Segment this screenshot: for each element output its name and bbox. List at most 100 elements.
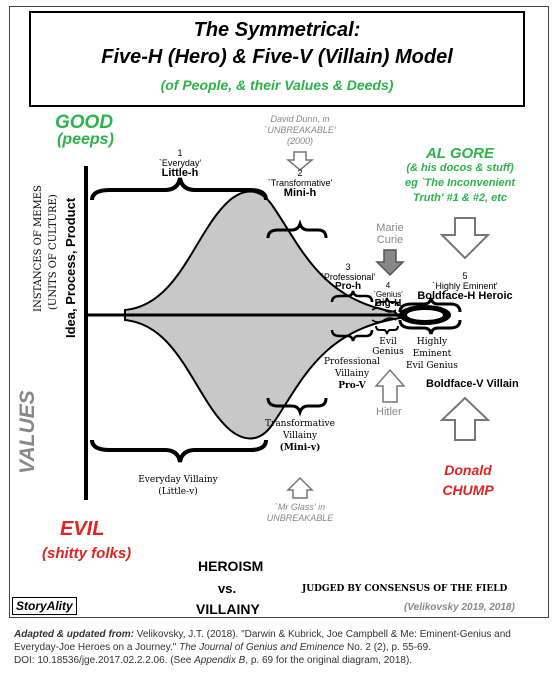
chump-line1: Donald bbox=[444, 462, 492, 478]
good-sub: (peeps) bbox=[57, 131, 114, 148]
brace-little-h bbox=[90, 177, 268, 201]
footer-citation: Adapted & updated from: Velikovsky, J.T.… bbox=[14, 628, 511, 667]
axis-memes-1: INSTANCES OF MEMES bbox=[33, 185, 44, 312]
villain-1-line1: Everyday Villainy bbox=[138, 475, 218, 485]
curie-line1: Marie bbox=[376, 222, 404, 234]
curie-line2: Curie bbox=[376, 234, 404, 246]
villain-3-label: Professional Villainy Pro-V bbox=[312, 356, 392, 392]
hero-5-name: Boldface-H Heroic bbox=[417, 290, 513, 302]
hero-4-num: 4 bbox=[385, 281, 391, 290]
glass-label: `Mr Glass' in UNBREAKABLE bbox=[250, 502, 350, 524]
villain-5-name: Boldface-V Villain bbox=[426, 378, 519, 390]
hero-3-label: 3 `Professional' Pro-h bbox=[308, 262, 388, 292]
villain-3-line3: Pro-V bbox=[338, 381, 366, 391]
villain-2-label: Transformative Villainy (Mini-v) bbox=[258, 418, 342, 454]
brace-evil-genius bbox=[375, 325, 399, 335]
villain-2-line2: Villainy bbox=[282, 431, 318, 441]
hero-4-name: Big-H bbox=[374, 298, 402, 309]
hero-3-name: Pro-h bbox=[334, 281, 362, 292]
hero-2-name: Mini-h bbox=[283, 187, 317, 199]
hitler-label: Hitler bbox=[376, 406, 402, 418]
villain-4-label: Evil Genius bbox=[370, 337, 406, 357]
chump-line2: CHUMP bbox=[442, 482, 494, 498]
chump-label: Donald CHUMP bbox=[418, 460, 518, 500]
arrow-down-gore-icon bbox=[439, 217, 491, 260]
hero-1-label: 1 `Everyday' Little-h bbox=[130, 148, 230, 179]
arrow-down-curie-icon bbox=[375, 249, 405, 277]
title-box: The Symmetrical: Five-H (Hero) & Five-V … bbox=[29, 11, 525, 107]
footer-ref2a: Everyday-Joe Heroes on a Journey." bbox=[14, 642, 180, 653]
dunn-line2: `UNBREAKABLE' bbox=[264, 125, 336, 135]
evil-sub: (shitty folks) bbox=[42, 545, 132, 562]
villain-4-line2: Genius bbox=[372, 347, 404, 357]
arrow-up-hitler-icon bbox=[374, 368, 406, 403]
hero-2-label: 2 `Transformative' Mini-h bbox=[250, 168, 350, 199]
footer-journal: The Journal of Genius and Eminence bbox=[179, 642, 345, 653]
gore-line2: (& his docos & stuff) bbox=[406, 162, 514, 174]
hero-1-type: `Everyday' bbox=[158, 158, 202, 168]
brace-boldface-v bbox=[398, 319, 462, 335]
axis-values-label: VALUES bbox=[16, 390, 39, 474]
arrow-down-dunn-icon bbox=[285, 151, 315, 171]
villain-2-line3: (Mini-v) bbox=[279, 443, 321, 453]
villain-3-line1: Professional bbox=[323, 357, 380, 367]
villain-5-line1: Highly bbox=[416, 337, 448, 347]
brace-boldface-h bbox=[398, 297, 462, 313]
hero-2-type: `Transformative' bbox=[267, 178, 333, 188]
evil-label: EVIL bbox=[60, 518, 105, 540]
good-label: GOOD bbox=[55, 112, 114, 133]
axis-memes-2: (UNITS OF CULTURE) bbox=[48, 194, 59, 310]
glass-line2: UNBREAKABLE bbox=[266, 513, 334, 523]
arrow-up-glass-icon bbox=[286, 476, 314, 499]
brace-little-v bbox=[90, 439, 268, 463]
gore-line4: Truth' #1 & #2, etc bbox=[412, 192, 508, 204]
dunn-line1: David Dunn, in bbox=[270, 114, 330, 124]
brace-big-h bbox=[375, 297, 399, 307]
dunn-line3: (2000) bbox=[286, 136, 313, 146]
hero-1-name: Little-h bbox=[161, 167, 199, 179]
hero-5-num: 5 bbox=[462, 271, 468, 281]
hero-1-num: 1 bbox=[177, 148, 183, 158]
storyality-logo: StoryAlity bbox=[12, 597, 77, 615]
villain-5-line2: Eminent bbox=[412, 349, 452, 359]
footer-lead: Adapted & updated from: bbox=[14, 629, 134, 640]
villain-1-label: Everyday Villainy (Little-v) bbox=[118, 474, 238, 498]
axis-idea-label: Idea, Process, Product bbox=[63, 197, 78, 338]
title-line1: The Symmetrical: bbox=[193, 19, 361, 41]
footer-appendix: Appendix B bbox=[194, 655, 246, 666]
tail-dashes bbox=[371, 307, 397, 323]
gore-line1: AL GORE bbox=[425, 145, 495, 162]
gore-label: AL GORE (& his docos & stuff) eg `The In… bbox=[390, 146, 530, 206]
hero-4-label: 4 `Genius' Big-H bbox=[366, 281, 410, 309]
villain-3-line2: Villainy bbox=[334, 369, 370, 379]
villainy-label: VILLAINY bbox=[196, 601, 260, 617]
curie-label: Marie Curie bbox=[366, 222, 414, 246]
diagram-frame bbox=[9, 6, 549, 618]
footer-ref2c: No. 2 (2), p. 55-69. bbox=[344, 642, 431, 653]
villain-1-line2: (Little-v) bbox=[158, 487, 198, 497]
villain-2-line1: Transformative bbox=[265, 419, 335, 429]
brace-pro-h bbox=[330, 290, 374, 303]
hero-4-type: `Genius' bbox=[373, 290, 403, 299]
arrow-up-chump-icon bbox=[439, 396, 491, 441]
brace-mini-v bbox=[266, 397, 328, 417]
vs-label: vs. bbox=[218, 581, 237, 596]
hero-5-type: `Highly Eminent' bbox=[432, 281, 498, 291]
gore-line3: eg `The Inconvenient bbox=[404, 177, 515, 189]
footer-ref1: Velikovsky, J.T. (2018). "Darwin & Kubri… bbox=[134, 629, 511, 640]
villain-4-line1: Evil bbox=[379, 337, 397, 347]
title-line2: Five-H (Hero) & Five-V (Villain) Model bbox=[101, 46, 453, 68]
judged-label: JUDGED BY CONSENSUS OF THE FIELD bbox=[302, 584, 508, 594]
footer-ref3a: DOI: 10.18536/jge.2017.02.2.2.06. (See bbox=[14, 655, 195, 666]
title-subtitle: (of People, & their Values & Deeds) bbox=[160, 77, 394, 93]
dunn-label: David Dunn, in `UNBREAKABLE' (2000) bbox=[240, 114, 360, 147]
credit-label: (Velikovsky 2019, 2018) bbox=[404, 602, 515, 613]
hero-3-type: `Professional' bbox=[320, 272, 376, 282]
brace-mini-h bbox=[266, 219, 328, 239]
hero-3-num: 3 bbox=[345, 262, 351, 272]
hero-2-num: 2 bbox=[297, 168, 303, 178]
villain-5-line3: Evil Genius bbox=[406, 361, 458, 371]
villain-5-label: Highly Eminent Evil Genius bbox=[398, 336, 466, 372]
hero-5-label: 5 `Highly Eminent' Boldface-H Heroic bbox=[410, 271, 520, 302]
